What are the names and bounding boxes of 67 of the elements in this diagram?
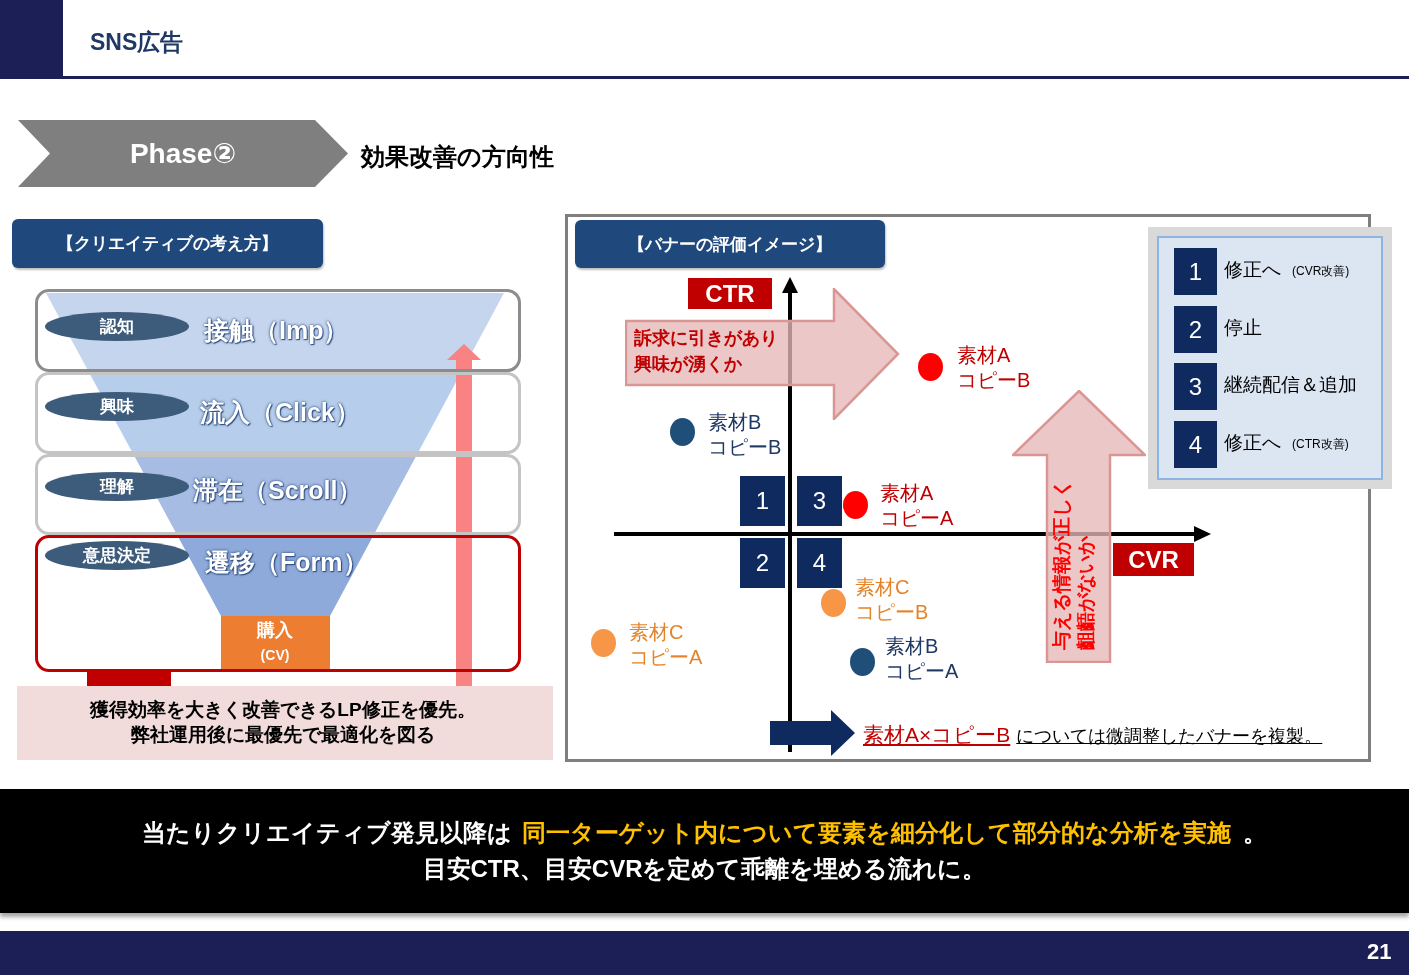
legend-text: 停止	[1224, 316, 1262, 340]
summary-text: 目安CTR、目安CVRを定めて乖離を埋める流れに。	[422, 854, 987, 884]
section-header: 【クリエイティブの考え方】	[12, 219, 323, 268]
number-badge: 4	[1174, 421, 1217, 468]
legend-panel	[1148, 227, 1392, 489]
summary-text: 。	[1243, 818, 1267, 848]
dot-icon	[843, 491, 868, 519]
block-arrow	[770, 710, 855, 756]
point-label: コピーA	[880, 506, 954, 530]
dot-icon	[850, 648, 875, 676]
note-text: 弊社運用後に最優先で最適化を図る	[131, 723, 435, 747]
funnel-stage-label: 流入（Click）	[200, 397, 360, 427]
section-subtitle: 効果改善の方向性	[361, 142, 554, 172]
arrow-text: 訴求に引きがあり興味が湧くか	[634, 327, 779, 376]
legend-text: 修正へ	[1224, 431, 1281, 455]
stage-ellipse: 意思決定	[45, 541, 189, 570]
number-badge: 2	[1174, 306, 1217, 353]
funnel-stage-label: 遷移（Form）	[205, 547, 368, 577]
point-label: コピーB	[957, 368, 1031, 392]
stage-ellipse: 興味	[45, 392, 189, 421]
point-label: 素材B	[708, 410, 762, 434]
phase-chevron: Phase②	[18, 120, 348, 187]
dot-icon	[670, 418, 695, 446]
legend-note: (CTR改善)	[1292, 436, 1349, 452]
page-number: 21	[1367, 938, 1392, 966]
funnel-stage-row	[35, 372, 521, 454]
point-label: 素材A	[957, 343, 1011, 367]
dot-icon	[821, 589, 846, 617]
point-label: 素材C	[855, 575, 910, 599]
point-label: 素材C	[629, 620, 684, 644]
stage-ellipse: 理解	[45, 472, 189, 501]
note-text: については微調整したバナーを複製。	[1016, 725, 1323, 748]
number-badge: 3	[797, 476, 842, 526]
funnel-stage-label: 滞在（Scroll）	[193, 475, 363, 505]
summary-text: 当たりクリエイティブ発見以降は	[142, 818, 512, 848]
number-badge: 2	[740, 538, 785, 588]
point-label: コピーA	[885, 659, 959, 683]
axis-label: CTR	[688, 278, 772, 309]
point-label: コピーB	[855, 600, 929, 624]
point-label: コピーA	[629, 645, 703, 669]
number-badge: 3	[1174, 363, 1217, 410]
axis-label: CVR	[1113, 543, 1194, 576]
legend-note: (CVR改善)	[1292, 263, 1350, 279]
conversion-box	[221, 616, 330, 669]
point-label: 素材B	[885, 634, 939, 658]
funnel-stage-row	[35, 454, 521, 535]
dot-icon	[591, 629, 616, 657]
point-label: コピーB	[708, 435, 782, 459]
number-badge: 1	[1174, 248, 1217, 295]
funnel-stage-label: 接触（Imp）	[204, 315, 349, 345]
section-header: 【バナーの評価イメージ】	[575, 220, 885, 268]
summary-banner	[0, 789, 1409, 913]
conversion-label: 購入	[257, 620, 293, 642]
number-badge: 4	[797, 538, 842, 588]
emphasis-text: 素材A×コピーB	[863, 722, 1011, 748]
point-label: 素材A	[880, 481, 934, 505]
funnel-stage-row	[35, 535, 521, 672]
number-badge: 1	[740, 476, 785, 526]
legend-text: 修正へ	[1224, 258, 1281, 282]
note-text: 獲得効率を大きく改善できるLP修正を優先。	[90, 698, 476, 722]
highlight-text: 同一ターゲット内について要素を細分化して部分的な分析を実施	[522, 818, 1231, 848]
page-title: SNS広告	[90, 29, 184, 57]
arrow-text: 与える情報が正しく齟齬がないか	[1050, 478, 1097, 650]
conversion-label: (CV)	[260, 646, 290, 664]
note-panel	[17, 686, 553, 760]
dot-icon	[918, 353, 943, 381]
legend-text: 継続配信＆追加	[1224, 373, 1357, 397]
